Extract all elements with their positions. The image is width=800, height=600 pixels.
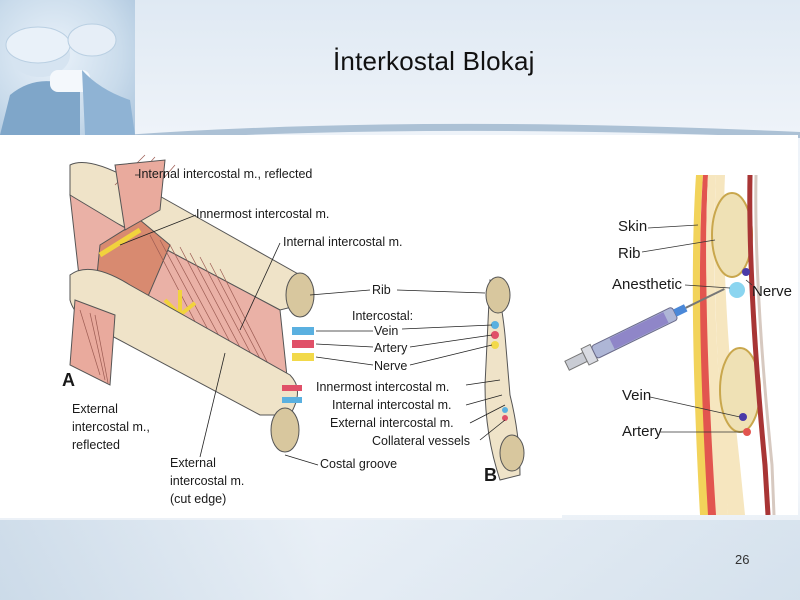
label-external-cut-3: (cut edge) (170, 492, 227, 506)
label-nerve-right: Nerve (752, 283, 793, 300)
label-rib-right: Rib (618, 245, 641, 262)
panel-a-label: A (62, 370, 75, 390)
label-external-cut-1: External (170, 456, 216, 470)
label-internal-b: Internal intercostal m. (332, 398, 452, 412)
label-artery-right: Artery (622, 423, 663, 440)
page-number: 26 (735, 552, 750, 567)
label-anesthetic: Anesthetic (612, 276, 683, 293)
injection-drawing (564, 174, 776, 516)
header-swoosh (110, 123, 800, 142)
label-costal-groove: Costal groove (320, 457, 398, 471)
anatomy-figure-right: Skin Rib Anesthetic Nerve Vein Artery (560, 135, 798, 516)
label-artery: Artery (374, 341, 408, 355)
label-nerve: Nerve (374, 359, 408, 373)
label-external-reflected-3: reflected (72, 438, 120, 452)
label-internal: Internal intercostal m. (283, 235, 403, 249)
label-innermost-b: Innermost intercostal m. (316, 380, 450, 394)
label-vein: Vein (374, 324, 399, 338)
label-collateral: Collateral vessels (372, 434, 470, 448)
label-intercostal-heading: Intercostal: (352, 309, 414, 323)
label-external-reflected-2: intercostal m., (72, 420, 150, 434)
label-skin: Skin (618, 218, 648, 235)
surgeon-photo (0, 0, 135, 135)
label-vein-right: Vein (622, 387, 652, 404)
page-title: İnterkostal Blokaj (333, 46, 535, 76)
anatomy-figure-left: Internal intercostal m., reflected Inner… (0, 135, 562, 518)
label-external-b: External intercostal m. (330, 416, 454, 430)
label-internal-reflected: Internal intercostal m., reflected (138, 167, 313, 181)
footer-band (0, 520, 800, 600)
label-rib: Rib (372, 283, 391, 297)
panel-b-label: B (484, 465, 497, 485)
label-innermost: Innermost intercostal m. (196, 207, 330, 221)
label-external-cut-2: intercostal m. (170, 474, 245, 488)
intercostal-anatomy-drawing (69, 154, 525, 481)
label-external-reflected-1: External (72, 402, 118, 416)
